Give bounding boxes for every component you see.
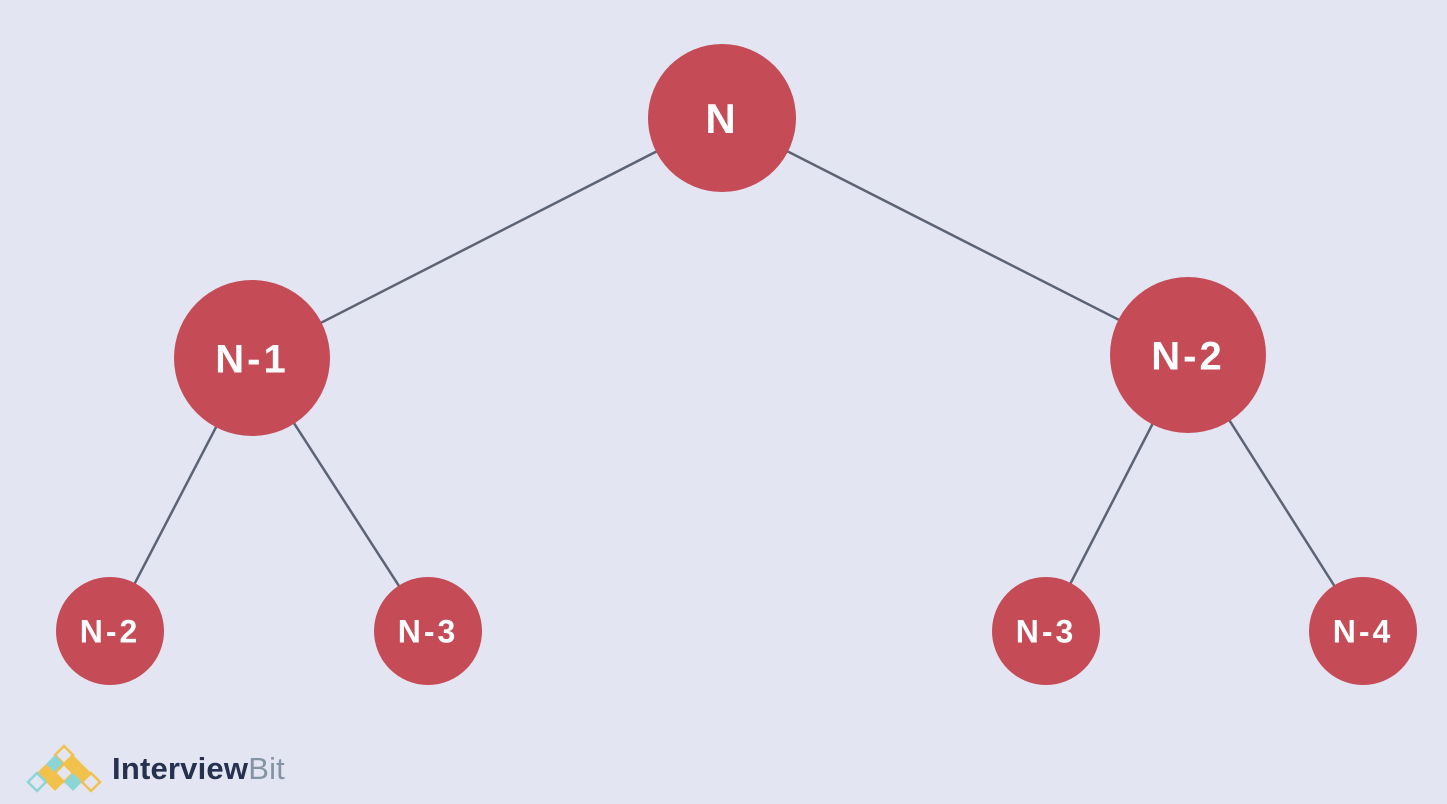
tree-node: N-2 <box>1110 277 1266 433</box>
diamond-icon <box>46 773 64 791</box>
tree-node-label: N-3 <box>1016 614 1077 650</box>
tree-edge <box>251 116 723 360</box>
diamond-icon <box>80 771 102 793</box>
tree-node-circle <box>374 577 482 685</box>
tree-node-circle <box>648 44 796 192</box>
interviewbit-logo-mark <box>26 744 102 793</box>
wordmark-bit: Bit <box>248 751 285 786</box>
tree-edge <box>721 116 1189 357</box>
tree-node-circle <box>174 280 330 436</box>
tree-node: N-3 <box>992 577 1100 685</box>
diamond-icon <box>26 771 48 793</box>
tree-node-circle <box>992 577 1100 685</box>
tree-node-circle <box>56 577 164 685</box>
tree-node: N-2 <box>56 577 164 685</box>
tree-node-label: N-2 <box>1151 334 1224 378</box>
tree-node: N-1 <box>174 280 330 436</box>
tree-node-circle <box>1309 577 1417 685</box>
tree-node: N <box>648 44 796 192</box>
tree-node-label: N-1 <box>215 337 288 381</box>
wordmark-interview: Interview <box>112 751 249 786</box>
tree-node-label: N-4 <box>1333 614 1394 650</box>
tree-node-label: N-3 <box>398 614 459 650</box>
diamond-icon <box>64 773 82 791</box>
tree-node: N-3 <box>374 577 482 685</box>
tree-node-label: N <box>705 95 738 142</box>
tree-node-label: N-2 <box>80 614 141 650</box>
tree-node: N-4 <box>1309 577 1417 685</box>
tree-node-circle <box>1110 277 1266 433</box>
interviewbit-logo: InterviewBit <box>26 744 285 794</box>
interviewbit-wordmark: InterviewBit <box>112 751 285 787</box>
